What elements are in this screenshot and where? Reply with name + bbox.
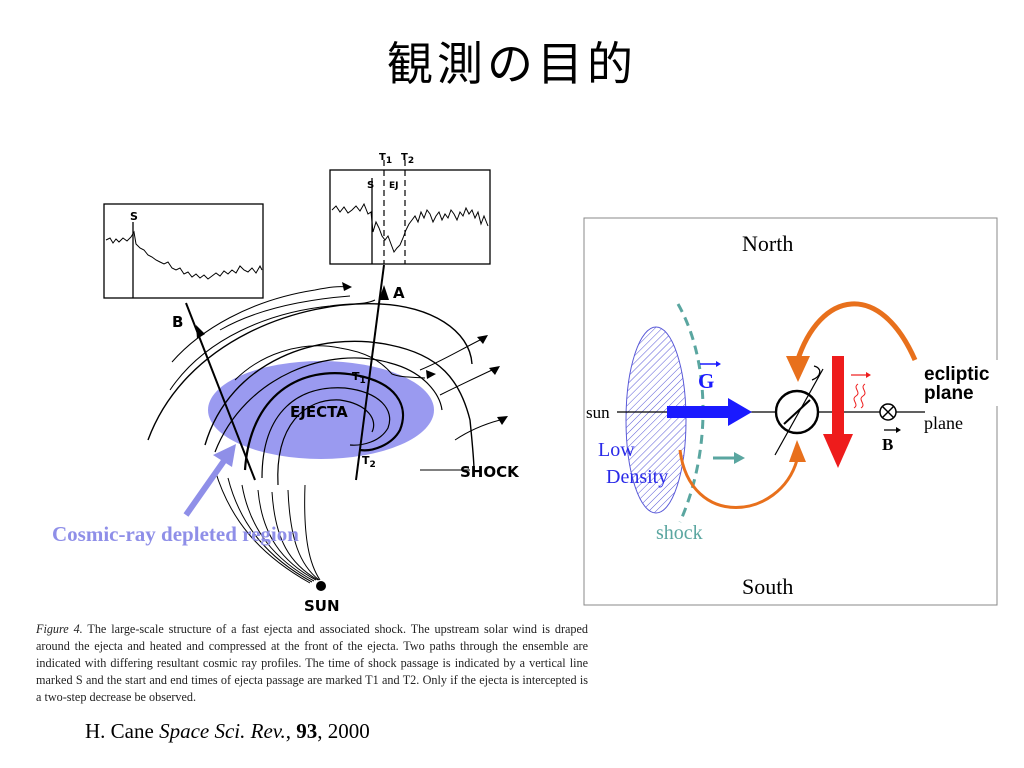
ecliptic-label-bg: [920, 360, 1002, 406]
orange-arrow-bottom: [789, 440, 806, 462]
slide-title: 観測の目的: [387, 37, 637, 91]
ecliptic-label-line2: plane: [924, 383, 974, 404]
orange-arrow-top: [786, 356, 810, 382]
figure-caption-label: Figure 4.: [36, 622, 83, 636]
teal-arrow: [734, 452, 745, 464]
g-label: G: [698, 369, 714, 393]
path-a-label: A: [393, 284, 405, 302]
red-arrow: [823, 434, 853, 468]
plane-label: plane: [924, 413, 963, 433]
ecliptic-label-line1: ecliptic: [924, 364, 990, 385]
citation-author: H. Cane: [85, 719, 154, 743]
cosmic-ray-label: Cosmic-ray depleted region: [52, 522, 299, 546]
shock-text: shock: [656, 522, 703, 544]
north-label: North: [742, 231, 793, 256]
path-b-arrowhead: [196, 325, 205, 339]
g-arrow: [728, 398, 752, 426]
ejecta-region: [208, 361, 434, 459]
panel-a-ej-marker: EJ: [389, 181, 399, 191]
shock-label: SHOCK: [460, 463, 520, 481]
citation-journal: Space Sci. Rev.: [159, 719, 286, 743]
field-lines: [147, 286, 501, 584]
low-label: Low: [598, 439, 635, 461]
figure-caption: Figure 4. The large-scale structure of a…: [36, 621, 588, 706]
north-south-diagram: North South G: [583, 217, 1002, 606]
citation-sep: ,: [285, 719, 297, 743]
panel-a-t1-marker: T1: [379, 152, 392, 166]
field-arrowheads: [342, 282, 508, 425]
t2-label: T2: [362, 454, 376, 470]
cosmic-ray-arrowhead: [213, 444, 236, 467]
ejecta-shock-diagram: S T1 T2 S EJ: [52, 152, 520, 615]
citation-volume: 93: [296, 719, 318, 743]
south-label: South: [742, 574, 793, 599]
citation: H. Cane Space Sci. Rev., 93, 2000: [85, 719, 370, 744]
path-a-arrowhead: [379, 285, 389, 300]
figure-caption-text: The large-scale structure of a fast ejec…: [36, 622, 589, 704]
sun-direction-label: sun: [586, 403, 610, 422]
b-label: B: [882, 435, 893, 454]
low-density-region: [625, 326, 687, 514]
citation-year: , 2000: [317, 719, 370, 743]
panel-a-s-marker: S: [367, 180, 374, 191]
density-label: Density: [606, 466, 668, 488]
ejecta-label: EJECTA: [290, 403, 348, 421]
panel-a-t2-marker: T2: [401, 152, 414, 166]
panel-b-profile: S: [103, 203, 264, 299]
sun-dot: [316, 581, 326, 591]
path-b-label: B: [172, 313, 183, 331]
panel-b-s-marker: S: [130, 210, 138, 223]
t1-label: T1: [352, 370, 366, 386]
panel-a-profile: T1 T2 S EJ: [329, 152, 491, 265]
sun-label: SUN: [304, 597, 340, 615]
